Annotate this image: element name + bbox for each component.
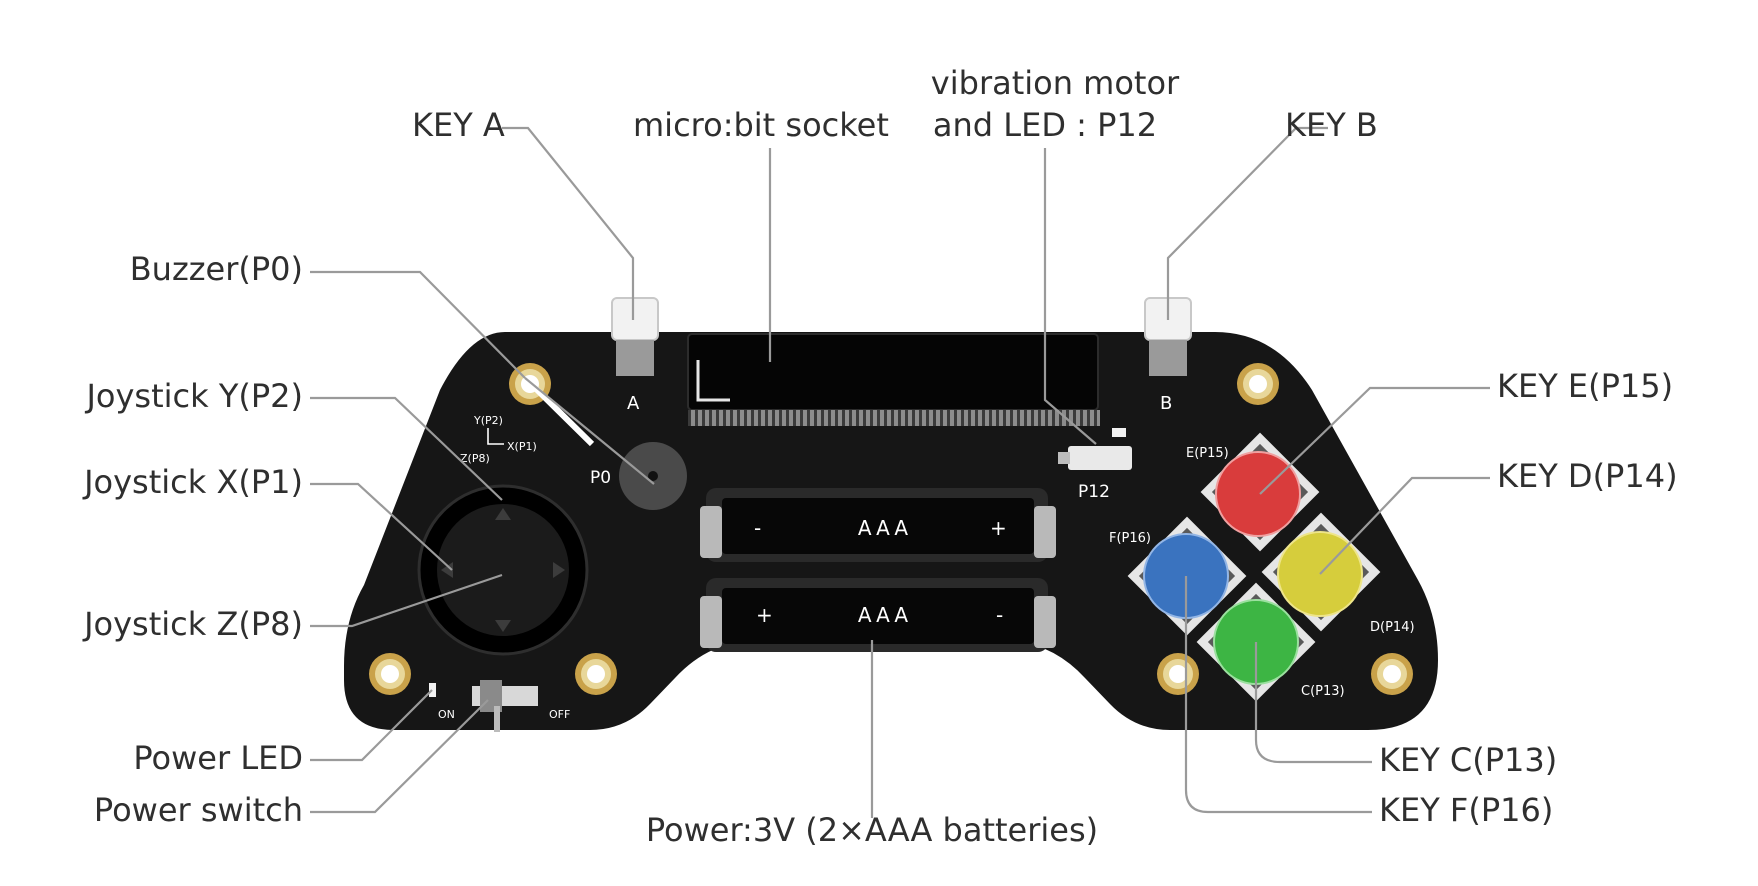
callout-vibration-line2: and LED : P12 [933,106,1157,144]
battery-top-label: AAA [858,516,912,540]
callout-microbit-socket: micro:bit socket [633,106,889,144]
leader-lines [310,126,1490,818]
callout-power-switch: Power switch [94,791,303,829]
mounting-hole-bottom-right [1371,653,1413,695]
btn-f-label: F(P16) [1109,531,1151,546]
callout-buzzer: Buzzer(P0) [130,250,303,288]
label-b: B [1160,393,1172,414]
switch-off-label: OFF [549,708,570,721]
axis-y-label: Y(P2) [473,414,503,427]
battery-bottom-neg: - [996,603,1003,627]
key-c-button[interactable] [1196,582,1316,702]
battery-bottom [700,578,1056,652]
callout-joystick-y: Joystick Y(P2) [84,377,303,415]
btn-e-label: E(P15) [1186,446,1229,461]
microbit-socket [687,333,1100,426]
btn-d-label: D(P14) [1370,620,1415,635]
axis-x-label: X(P1) [507,440,537,453]
callout-key-f: KEY F(P16) [1379,791,1553,829]
callout-key-d: KEY D(P14) [1497,457,1678,495]
label-a: A [627,393,640,414]
callout-vibration-line1: vibration motor [931,64,1180,102]
btn-c-label: C(P13) [1301,684,1345,699]
battery-top [700,488,1056,562]
mounting-hole-bottom-left [369,653,411,695]
mounting-hole-top-right [1237,363,1279,405]
callout-joystick-z: Joystick Z(P8) [82,605,303,643]
battery-top-neg: - [754,516,761,540]
key-a-switch[interactable] [611,297,659,376]
label-p0: P0 [590,468,611,488]
callout-key-b: KEY B [1285,106,1378,144]
battery-bottom-label: AAA [858,603,912,627]
power-led [429,683,436,697]
battery-top-pos: + [990,516,1007,540]
callout-power-led: Power LED [133,739,303,777]
callout-joystick-x: Joystick X(P1) [82,463,303,501]
callout-key-a: KEY A [412,106,505,144]
battery-bottom-pos: + [756,603,773,627]
callout-key-c: KEY C(P13) [1379,741,1557,779]
key-e-button[interactable] [1200,432,1320,552]
mounting-hole-bottom-mid-left [575,653,617,695]
callout-key-e: KEY E(P15) [1497,367,1673,405]
axis-z-label: Z(P8) [460,452,490,465]
callout-power: Power:3V (2×AAA batteries) [646,811,1098,849]
buzzer [619,442,687,510]
joystick-axis-icon [487,428,504,445]
label-p12: P12 [1078,482,1110,502]
joystick[interactable] [417,484,589,656]
vibration-motor [1058,428,1132,470]
switch-on-label: ON [438,708,455,721]
mounting-hole-bottom-mid-right [1157,653,1199,695]
